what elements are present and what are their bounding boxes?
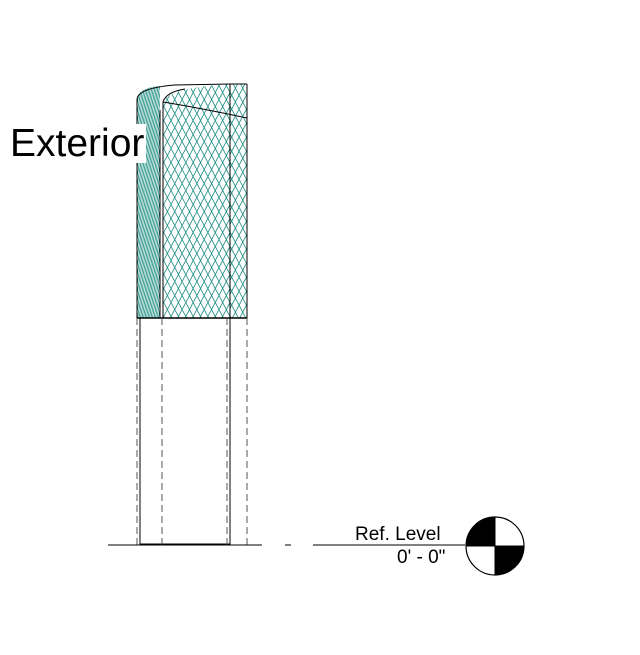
level-elevation: 0' - 0": [397, 547, 446, 568]
exterior-label: Exterior: [10, 122, 147, 165]
level-name: Ref. Level: [355, 524, 441, 545]
wall-core-crosshatch: [163, 84, 230, 318]
wall-lower-outline: [136, 317, 248, 545]
wall-inner-layer-hatch: [230, 84, 247, 318]
level-target-icon: [465, 516, 525, 576]
wall-outer-layer-hatch: [137, 86, 160, 318]
